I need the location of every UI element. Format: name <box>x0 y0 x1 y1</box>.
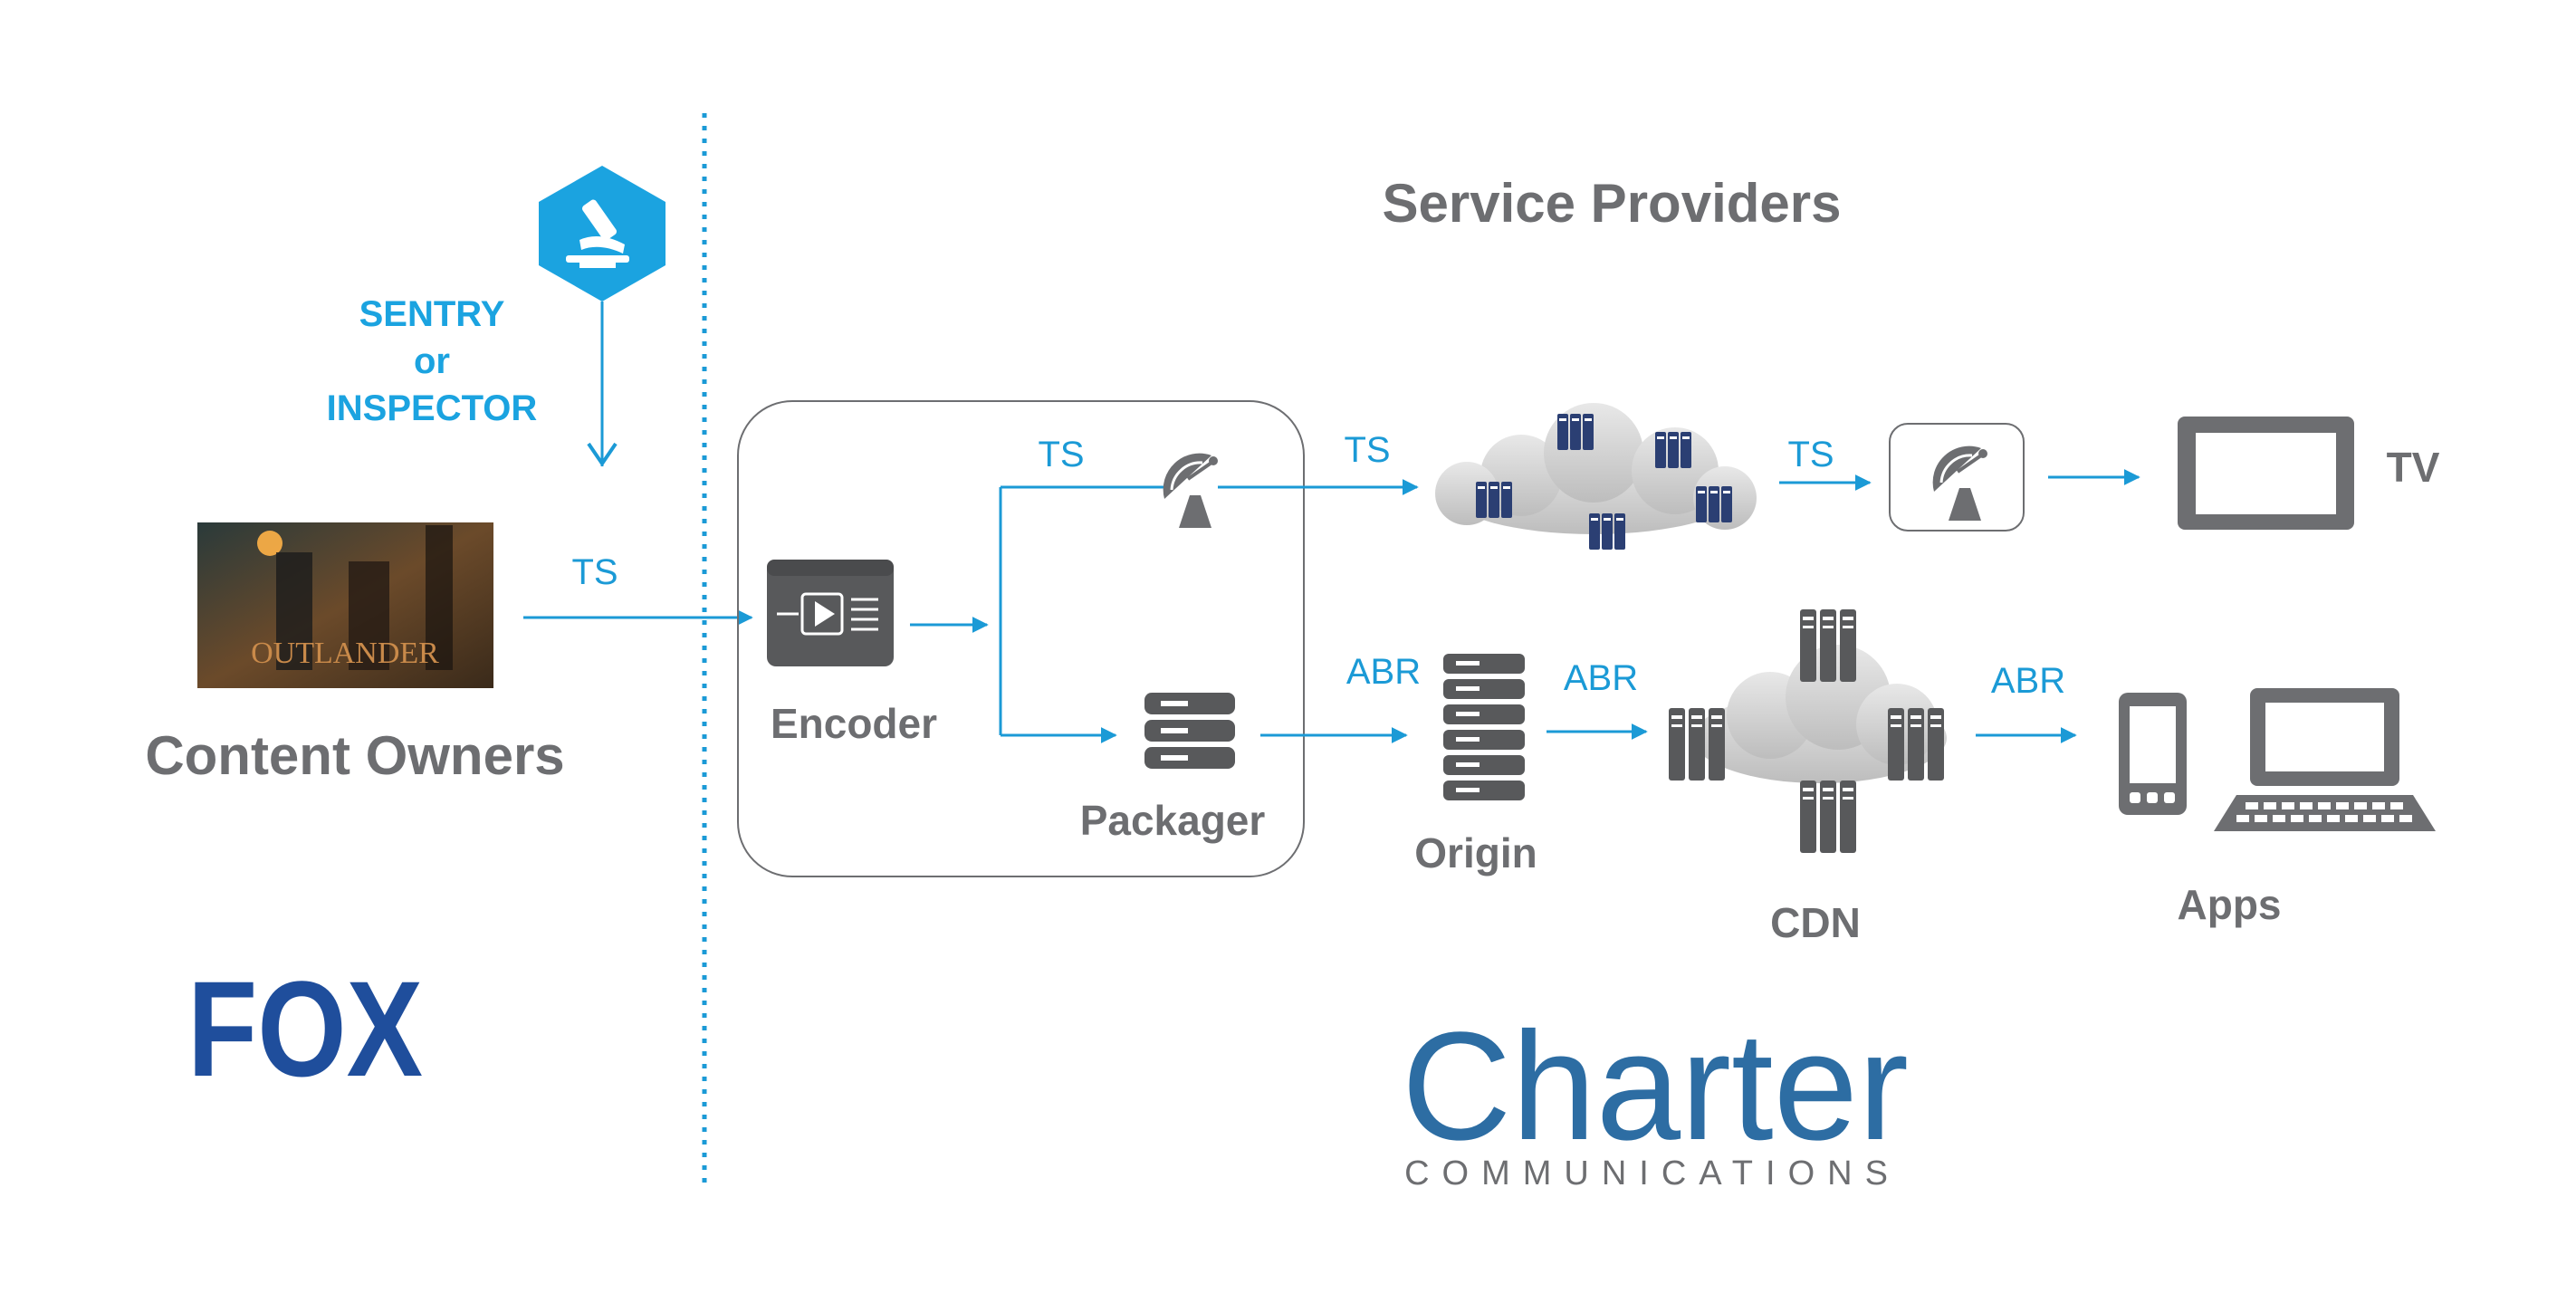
microscope-icon <box>539 166 666 302</box>
fox-logo: FOX <box>187 953 423 1105</box>
encoder-label: Encoder <box>771 700 937 747</box>
cdn-cloud <box>1669 609 1947 853</box>
encoder-to-satellite-label: TS <box>1038 435 1084 474</box>
receiver-box <box>1889 423 2025 532</box>
phone-icon <box>2119 693 2187 815</box>
cloud-to-receiver-label: TS <box>1787 435 1834 474</box>
satellite-uplink-icon <box>1161 451 1220 530</box>
packager-to-origin-label: ABR <box>1346 652 1421 692</box>
headend-box <box>737 400 1305 877</box>
charter-logo-subtitle: COMMUNICATIONS <box>1404 1154 1901 1192</box>
apps-label: Apps <box>2178 881 2282 928</box>
distribution-cloud <box>1435 403 1757 550</box>
cdn-to-apps-label: ABR <box>1991 661 2065 701</box>
tool-label-line1: SENTRY <box>359 294 505 334</box>
encoder-icon <box>767 560 894 666</box>
packager-icon <box>1144 693 1235 769</box>
origin-icon <box>1443 654 1525 800</box>
content-owners-heading: Content Owners <box>145 725 564 786</box>
origin-label: Origin <box>1414 829 1537 876</box>
tool-label-line2: or <box>414 341 450 381</box>
satellite-to-cloud-label: TS <box>1344 430 1390 470</box>
charter-logo: Charter <box>1402 1001 1909 1173</box>
owner-to-encoder-label: TS <box>571 552 618 592</box>
packager-label: Packager <box>1080 797 1266 844</box>
tv-label: TV <box>2387 444 2440 491</box>
origin-to-cdn-label: ABR <box>1564 658 1638 698</box>
tv-icon <box>2178 417 2354 530</box>
outlander-thumbnail: OUTLANDER <box>197 522 493 688</box>
cdn-label: CDN <box>1770 899 1861 946</box>
laptop-icon <box>2214 688 2436 831</box>
tool-label-line3: INSPECTOR <box>327 388 538 428</box>
thumbnail-title: OUTLANDER <box>251 637 439 670</box>
service-providers-heading: Service Providers <box>1383 173 1842 234</box>
